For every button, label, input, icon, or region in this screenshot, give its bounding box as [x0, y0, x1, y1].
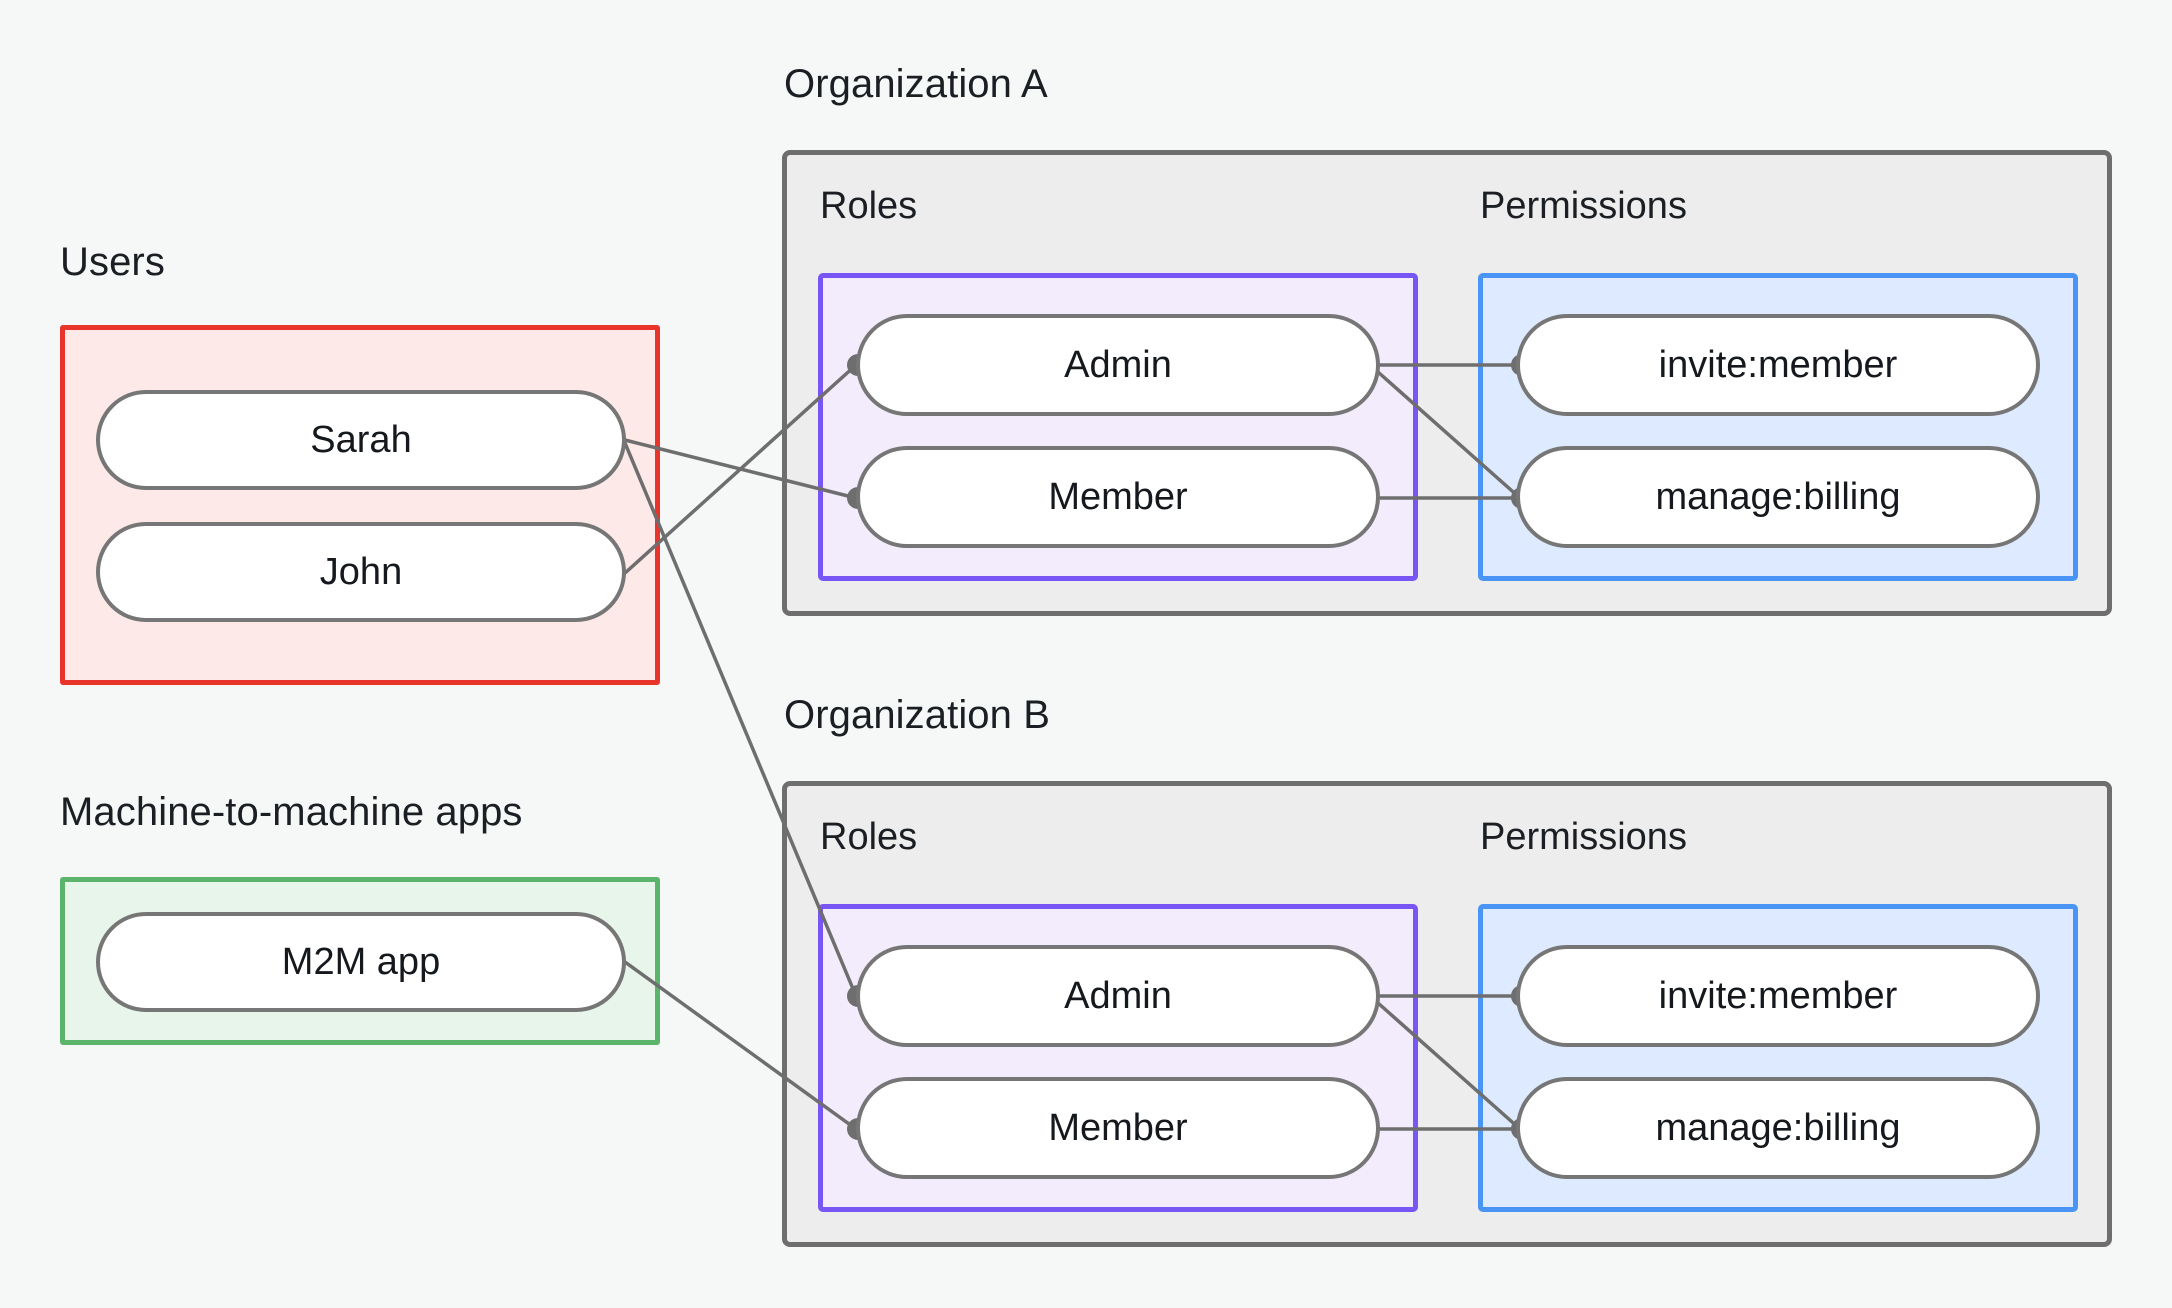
m2m-group-title: Machine-to-machine apps: [60, 790, 523, 834]
org-a-permissions-title: Permissions: [1480, 185, 1687, 227]
node-org-b-permission-invite-member[interactable]: invite:member: [1516, 945, 2040, 1047]
org-b-permissions-title: Permissions: [1480, 816, 1687, 858]
node-org-b-role-admin[interactable]: Admin: [856, 945, 1380, 1047]
org-a-roles-title: Roles: [820, 185, 918, 227]
node-org-a-permission-invite-member[interactable]: invite:member: [1516, 314, 2040, 416]
node-user-sarah[interactable]: Sarah: [96, 390, 626, 490]
node-m2m-app[interactable]: M2M app: [96, 912, 626, 1012]
node-org-b-permission-manage-billing[interactable]: manage:billing: [1516, 1077, 2040, 1179]
org-b-roles-title: Roles: [820, 816, 918, 858]
node-org-a-permission-manage-billing[interactable]: manage:billing: [1516, 446, 2040, 548]
org-a-title: Organization A: [784, 62, 1048, 106]
node-org-a-role-member[interactable]: Member: [856, 446, 1380, 548]
node-user-john[interactable]: John: [96, 522, 626, 622]
users-cluster: [60, 325, 660, 685]
org-b-title: Organization B: [784, 693, 1050, 737]
users-group-title: Users: [60, 240, 165, 284]
node-org-b-role-member[interactable]: Member: [856, 1077, 1380, 1179]
node-org-a-role-admin[interactable]: Admin: [856, 314, 1380, 416]
